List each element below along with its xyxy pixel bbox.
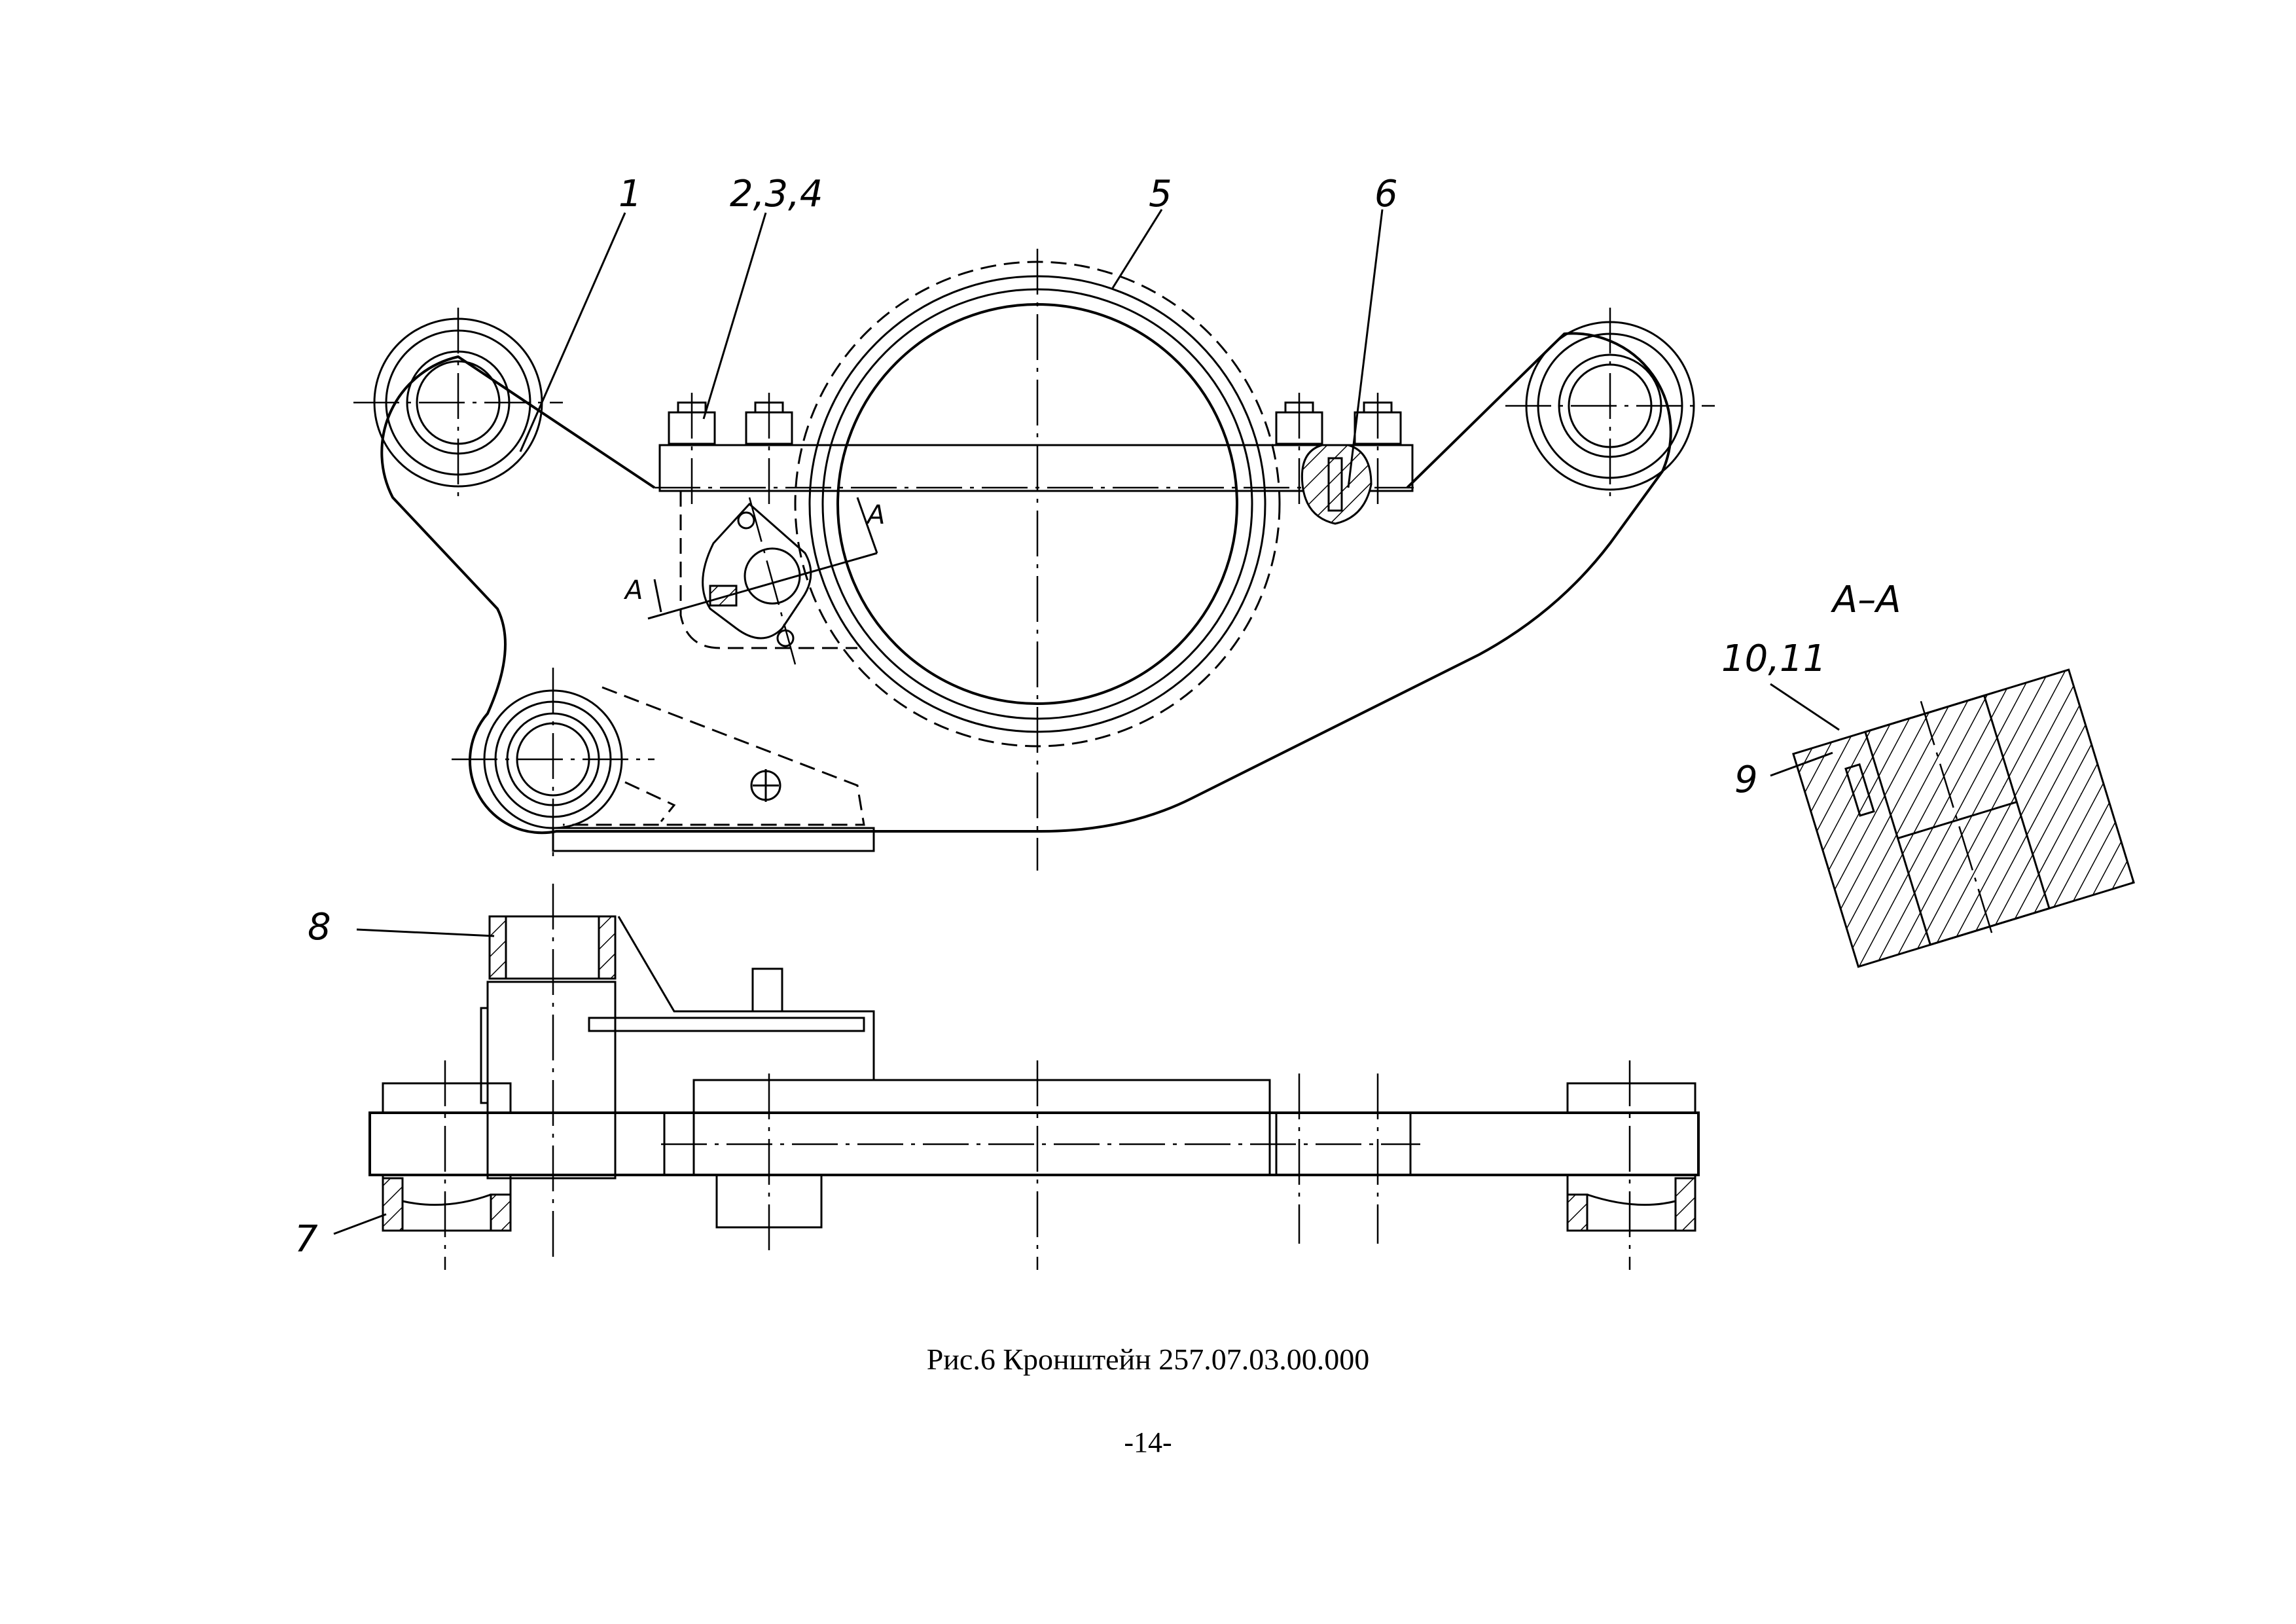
lubricator-flange: [702, 497, 812, 665]
part-label-9: 9: [1734, 759, 1758, 801]
page-number: -14-: [1124, 1426, 1172, 1458]
left-column: [486, 981, 617, 1180]
section-mark-right: A: [865, 500, 885, 530]
bushing-8-left: [488, 915, 507, 980]
part-label-1: 1: [619, 173, 642, 215]
bracket-body-outline: [380, 332, 1672, 835]
part-label-5: 5: [1149, 173, 1172, 215]
figure-caption: Рис.6 Кронштейн 257.07.03.00.000: [926, 1343, 1370, 1376]
section-line-a: [647, 497, 878, 620]
hidden-contour: [679, 491, 857, 649]
leader-lines: [333, 209, 1840, 1235]
lubrication-plug: [1300, 444, 1372, 525]
part-label-7: 7: [295, 1218, 318, 1261]
part-label-6: 6: [1374, 173, 1398, 215]
part-label-2-3-4: 2,3,4: [730, 173, 823, 215]
bolt-row: [668, 393, 1402, 511]
section-title: A–A: [1831, 579, 1901, 621]
center-boss: [692, 1079, 1271, 1176]
base-plate: [552, 827, 875, 852]
part-label-8: 8: [308, 906, 331, 948]
section-a-a: [1792, 668, 2135, 968]
bracket-main-view: [353, 249, 1715, 871]
part-label-10-11: 10,11: [1721, 638, 1826, 680]
plug-screw: [1327, 457, 1343, 512]
clamp-bar: [658, 444, 1414, 492]
lower-support-hidden: [563, 686, 865, 826]
bracket-bottom-view: [368, 884, 1700, 1270]
bushings-7: [382, 1175, 1696, 1232]
section-mark-left: A: [623, 575, 643, 605]
bushing-8-right: [598, 915, 617, 980]
upper-arm: [617, 916, 875, 1080]
